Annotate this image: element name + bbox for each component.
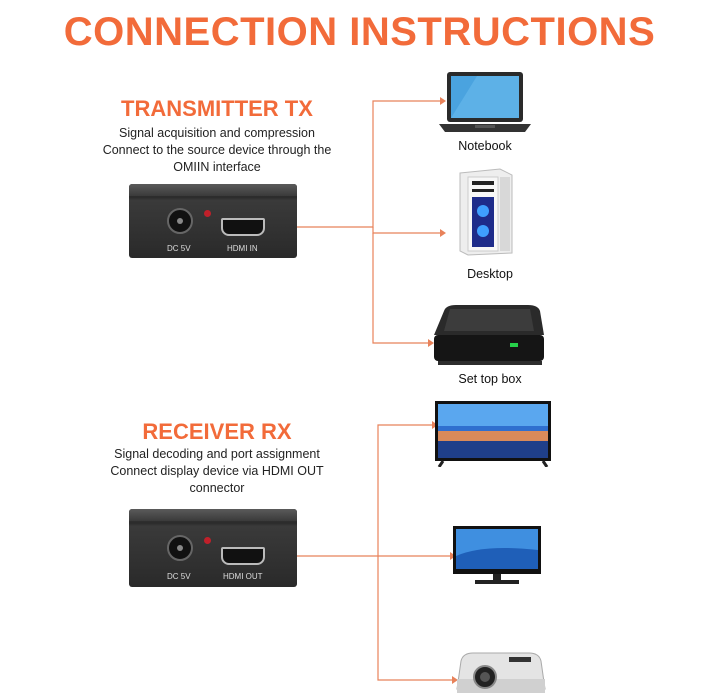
- transmitter-title: TRANSMITTER TX: [121, 96, 313, 121]
- receiver-title: RECEIVER RX: [142, 419, 292, 444]
- transmitter-desc-line-2: Connect to the source device through the: [102, 143, 332, 157]
- receiver-description: Signal decoding and port assignment Conn…: [72, 446, 362, 497]
- desktop-label: Desktop: [467, 267, 513, 281]
- transmitter-description: Signal acquisition and compression Conne…: [72, 125, 362, 176]
- receiver-desc-line-3: connector: [189, 481, 245, 495]
- notebook-label: Notebook: [458, 139, 512, 153]
- led-indicator-icon: [204, 537, 211, 544]
- hdmi-port-label: HDMI IN: [227, 244, 258, 253]
- receiver-desc-line-1: Signal decoding and port assignment: [114, 447, 320, 461]
- receiver-device: DC 5V HDMI OUT: [129, 509, 297, 587]
- notebook-icon: [439, 72, 531, 132]
- transmitter-desc-line-1: Signal acquisition and compression: [119, 126, 315, 140]
- dc-jack-icon: [167, 535, 193, 561]
- set-top-box-icon: [434, 305, 544, 365]
- tv-icon: [435, 401, 551, 467]
- dc-jack-icon: [167, 208, 193, 234]
- led-indicator-icon: [204, 210, 211, 217]
- hdmi-port-label: HDMI OUT: [223, 572, 263, 581]
- dc-port-label: DC 5V: [167, 244, 191, 253]
- desktop-icon: [459, 168, 513, 256]
- dc-port-label: DC 5V: [167, 572, 191, 581]
- monitor-icon: [453, 526, 541, 584]
- receiver-desc-line-2: Connect display device via HDMI OUT: [110, 464, 324, 478]
- hdmi-port-icon: [221, 547, 265, 565]
- set-top-box-label: Set top box: [458, 372, 522, 386]
- hdmi-port-icon: [221, 218, 265, 236]
- transmitter-device-top: [129, 184, 297, 196]
- page-title: CONNECTION INSTRUCTIONS: [63, 10, 656, 54]
- projector-icon: [456, 652, 546, 693]
- transmitter-device: DC 5V HDMI IN: [129, 184, 297, 258]
- receiver-device-top: [129, 509, 297, 521]
- transmitter-desc-line-3: OMIIN interface: [173, 160, 261, 174]
